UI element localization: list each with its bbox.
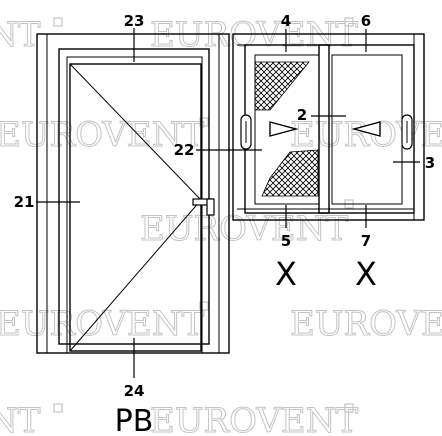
window-mesh-lower [261, 149, 319, 197]
door-handle-grip-icon [206, 198, 215, 216]
x-mark-right: X [355, 255, 377, 293]
watermark-text: NT [0, 401, 41, 436]
leader-lines [36, 28, 420, 378]
slide-left-arrow-icon [351, 121, 381, 137]
slide-right-arrow-icon [269, 121, 299, 137]
watermark-text: EUROVENT [0, 304, 204, 344]
window-mesh-upper [254, 61, 310, 111]
label-21: 21 [14, 193, 35, 211]
diagram-caption: PB [115, 404, 154, 436]
door-opening-line [69, 63, 202, 201]
label-22: 22 [174, 141, 195, 159]
label-7: 7 [361, 232, 371, 250]
watermark-text: EUROVENT [150, 401, 358, 436]
label-24: 24 [124, 382, 145, 400]
callout-labels: 23 4 6 2 22 3 21 5 7 24 [14, 12, 436, 400]
door-sash [58, 48, 210, 345]
label-2: 2 [297, 106, 307, 124]
watermark-text: EUROVENT [290, 115, 442, 155]
watermark-square-icon [344, 17, 354, 27]
watermark-layer: NT EUROVENT EUROVENT EUROVENT EUROVENT E… [0, 15, 442, 436]
watermark-square-icon [344, 403, 354, 413]
x-mark-left: X [275, 255, 297, 293]
watermark-square-icon [199, 117, 209, 127]
label-23: 23 [124, 12, 145, 30]
label-6: 6 [361, 12, 371, 30]
watermark-text: EUROVENT [0, 115, 204, 155]
watermark-text: EUROVENT [140, 209, 348, 249]
label-4: 4 [281, 12, 291, 30]
label-5: 5 [281, 232, 291, 250]
watermark-square-icon [53, 17, 63, 27]
watermark-text: EUROVENT [290, 304, 442, 344]
watermark-text: NT [0, 15, 41, 55]
door-glass-pane [69, 63, 202, 352]
watermark-square-icon [53, 403, 63, 413]
label-3: 3 [425, 154, 435, 172]
watermark-square-icon [199, 301, 209, 311]
door-opening-line [69, 199, 202, 352]
